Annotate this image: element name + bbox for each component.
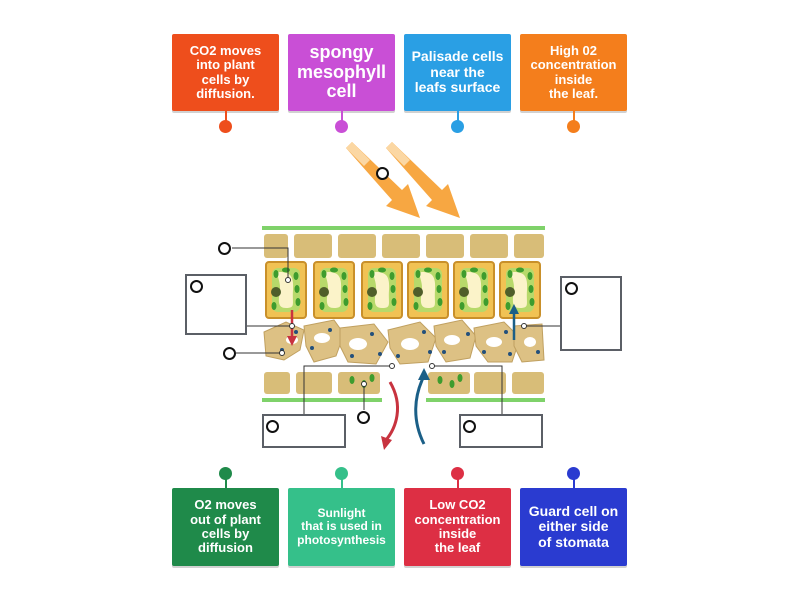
label-card-sunlight[interactable]: Sunlight that is used in photosynthesis [288,488,395,566]
lower-cuticle-left [262,398,382,402]
hotspot-marker[interactable] [218,242,231,255]
card-pin-dot [219,120,232,133]
card-pin-dot [567,120,580,133]
label-card-spongy-mesophyll[interactable]: spongy mesophyll cell [288,34,395,111]
card-pin [457,478,459,489]
label-card-palisade-cells[interactable]: Palisade cells near the leafs surface [404,34,511,111]
card-text: O2 moves out of plant cells by diffusion [190,497,261,556]
hotspot-marker[interactable] [190,280,203,293]
card-pin [457,111,459,122]
sunlight-arrows-icon [346,142,460,218]
card-pin-dot [451,467,464,480]
card-text: Guard cell on either side of stomata [528,502,619,550]
hotspot-marker[interactable] [266,420,279,433]
card-pin [573,111,575,122]
card-pin-dot [335,120,348,133]
card-pin-dot [451,120,464,133]
card-text: spongy mesophyll cell [296,41,387,102]
card-text: Palisade cells near the leafs surface [411,48,504,96]
label-card-high-o2[interactable]: High 02 concentration inside the leaf. [520,34,627,111]
card-pin [341,111,343,122]
upper-cuticle [262,226,545,230]
hotspot-marker[interactable] [223,347,236,360]
spongy-mesophyll-layer [263,319,545,365]
hotspot-marker[interactable] [357,411,370,424]
card-pin-dot [335,467,348,480]
card-pin [225,478,227,489]
hotspot-marker[interactable] [565,282,578,295]
label-card-o2-moves-out[interactable]: O2 moves out of plant cells by diffusion [172,488,279,566]
card-pin-dot [567,467,580,480]
upper-epidermis [264,234,544,258]
card-text: Sunlight that is used in photosynthesis [297,506,386,547]
palisade-cells [265,261,541,319]
card-text: Low CO2 concentration inside the leaf [414,497,501,556]
card-pin [341,478,343,489]
label-card-low-co2[interactable]: Low CO2 concentration inside the leaf [404,488,511,566]
o2-out-arrow-icon [381,381,399,450]
label-card-guard-cell[interactable]: Guard cell on either side of stomata [520,488,627,566]
co2-in-arrow-icon [414,368,430,445]
hotspot-marker[interactable] [463,420,476,433]
card-text: CO2 moves into plant cells by diffusion. [189,42,262,101]
hotspot-marker[interactable] [376,167,389,180]
lower-cuticle-right [426,398,545,402]
label-card-co2-moves-in[interactable]: CO2 moves into plant cells by diffusion. [172,34,279,111]
card-pin [225,111,227,122]
card-text: High 02 concentration inside the leaf. [530,42,617,101]
leader-endpoints [279,277,527,387]
card-pin [573,478,575,489]
palisade-up-arrow-icon [509,304,519,340]
card-pin-dot [219,467,232,480]
leader-lines [232,247,560,418]
